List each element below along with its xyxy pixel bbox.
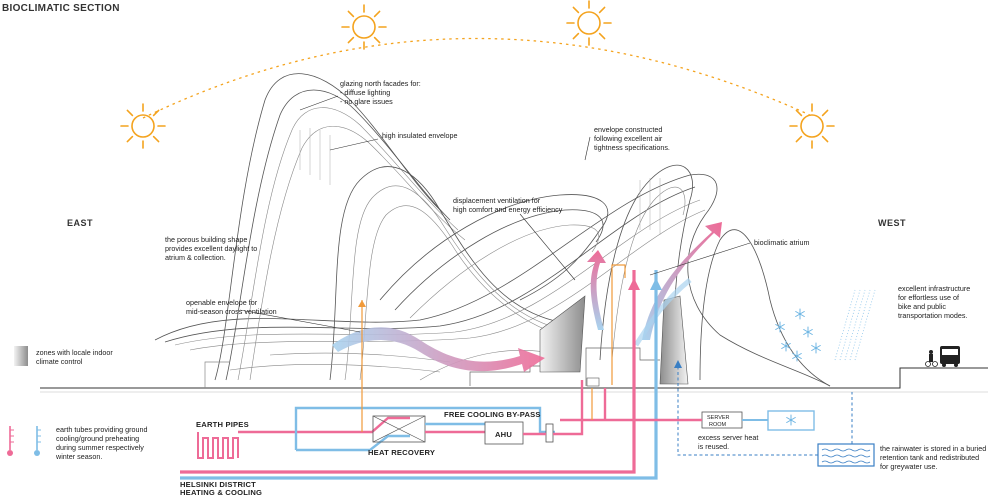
svg-text:high insulated envelope: high insulated envelope	[382, 131, 458, 140]
leader-lines	[239, 95, 751, 333]
west-label: WEST	[878, 218, 906, 228]
annotation-insulated: high insulated envelope	[382, 131, 458, 140]
bus-icon	[940, 346, 960, 367]
svg-text:bike and public: bike and public	[898, 302, 946, 311]
svg-text:envelope constructed: envelope constructed	[594, 125, 662, 134]
sun-path-arc	[142, 37, 813, 119]
svg-text:- diffuse lighting: - diffuse lighting	[340, 88, 390, 97]
svg-text:winter season.: winter season.	[55, 452, 102, 461]
annotation-rainwater: the rainwater is stored in a buried rete…	[880, 444, 986, 471]
svg-text:earth tubes providing ground: earth tubes providing ground	[56, 425, 148, 434]
svg-text:atrium & collection.: atrium & collection.	[165, 253, 226, 262]
sun-icon	[566, 0, 612, 46]
district-heating-pipe	[180, 270, 636, 474]
climate-zone-west	[659, 295, 689, 385]
sun-icon	[789, 103, 835, 149]
server-room-label: SERVER ROOM	[707, 415, 730, 428]
ahu-fan	[545, 423, 554, 443]
annotation-earth-tubes: earth tubes providing ground cooling/gro…	[55, 425, 148, 461]
ground-line	[40, 367, 988, 389]
svg-text:tightness specifications.: tightness specifications.	[594, 143, 670, 152]
zone-legend-swatch	[14, 346, 28, 366]
svg-text:for greywater use.: for greywater use.	[880, 462, 938, 471]
annotation-atrium: bioclimatic atrium	[754, 238, 810, 247]
district-cooling-pipe	[180, 270, 658, 480]
svg-text:the rainwater is stored in a b: the rainwater is stored in a buried	[880, 444, 986, 453]
sun-icon	[341, 4, 387, 50]
svg-text:retention tank and redistribut: retention tank and redistributed	[880, 453, 979, 462]
svg-text:provides excellent daylight to: provides excellent daylight to	[165, 244, 257, 253]
svg-text:ROOM: ROOM	[709, 422, 727, 428]
svg-text:HELSINKI DISTRICT: HELSINKI DISTRICT	[180, 480, 256, 489]
helsinki-district-label: HELSINKI DISTRICT HEATING & COOLING	[180, 480, 262, 496]
svg-text:during summer respectively: during summer respectively	[56, 443, 144, 452]
free-cooling-label: FREE COOLING BY-PASS	[444, 410, 541, 419]
ahu-label: AHU	[495, 430, 512, 439]
earth-pipes-coil	[197, 432, 239, 459]
annotation-zones: zones with locale indoor climate control	[36, 348, 113, 366]
annotation-server-heat: excess server heat is reused.	[698, 433, 758, 451]
person-bike-icon	[925, 350, 938, 367]
building-envelope	[154, 73, 831, 388]
climate-zone-east	[539, 295, 586, 373]
annotation-openable: openable envelope for mid-season cross v…	[186, 298, 277, 316]
svg-text:following excellent air: following excellent air	[594, 134, 663, 143]
earth-pipes-label: EARTH PIPES	[196, 420, 249, 429]
warm-pipe-legend-icon	[7, 426, 14, 456]
svg-text:SERVER: SERVER	[707, 415, 730, 421]
svg-text:is reused.: is reused.	[698, 442, 729, 451]
svg-text:climate control: climate control	[36, 357, 83, 366]
svg-text:mid-season cross ventilation: mid-season cross ventilation	[186, 307, 277, 316]
svg-text:- no glare issues: - no glare issues	[340, 97, 393, 106]
free-cooling-bypass-pipe	[294, 406, 555, 450]
svg-text:displacement ventilation for: displacement ventilation for	[453, 196, 541, 205]
svg-text:high comfort and energy effici: high comfort and energy efficiency	[453, 205, 563, 214]
svg-text:for effortless use of: for effortless use of	[898, 293, 959, 302]
diagram-title: BIOCLIMATIC SECTION	[2, 3, 120, 14]
annotation-envelope-air: envelope constructed following excellent…	[594, 125, 670, 152]
heat-recovery-label: HEAT RECOVERY	[368, 448, 435, 457]
rising-air-arrow	[587, 250, 606, 330]
svg-text:openable envelope for: openable envelope for	[186, 298, 258, 307]
svg-text:bioclimatic atrium: bioclimatic atrium	[754, 238, 810, 247]
svg-text:transportation modes.: transportation modes.	[898, 311, 968, 320]
sun-icon	[120, 103, 166, 149]
heat-recovery-unit	[372, 415, 426, 443]
annotation-glazing: glazing north facades for: - diffuse lig…	[340, 79, 421, 106]
east-label: EAST	[67, 218, 93, 228]
greywater-line	[677, 366, 818, 456]
rain-hatch	[834, 289, 876, 361]
cross-ventilation-arrow	[332, 327, 545, 372]
annotation-displacement: displacement ventilation for high comfor…	[453, 196, 563, 214]
annotation-infrastructure: excellent infrastructure for effortless …	[898, 284, 970, 320]
svg-text:excellent infrastructure: excellent infrastructure	[898, 284, 970, 293]
svg-text:HEATING & COOLING: HEATING & COOLING	[180, 488, 262, 496]
svg-text:excess server heat: excess server heat	[698, 433, 758, 442]
svg-text:cooling/ground preheating: cooling/ground preheating	[56, 434, 139, 443]
svg-text:zones with locale indoor: zones with locale indoor	[36, 348, 113, 357]
svg-text:the porous building shape: the porous building shape	[165, 235, 247, 244]
cool-pipe-legend-icon	[34, 426, 41, 456]
svg-text:glazing north facades for:: glazing north facades for:	[340, 79, 421, 88]
annotation-porous: the porous building shape provides excel…	[165, 235, 257, 262]
